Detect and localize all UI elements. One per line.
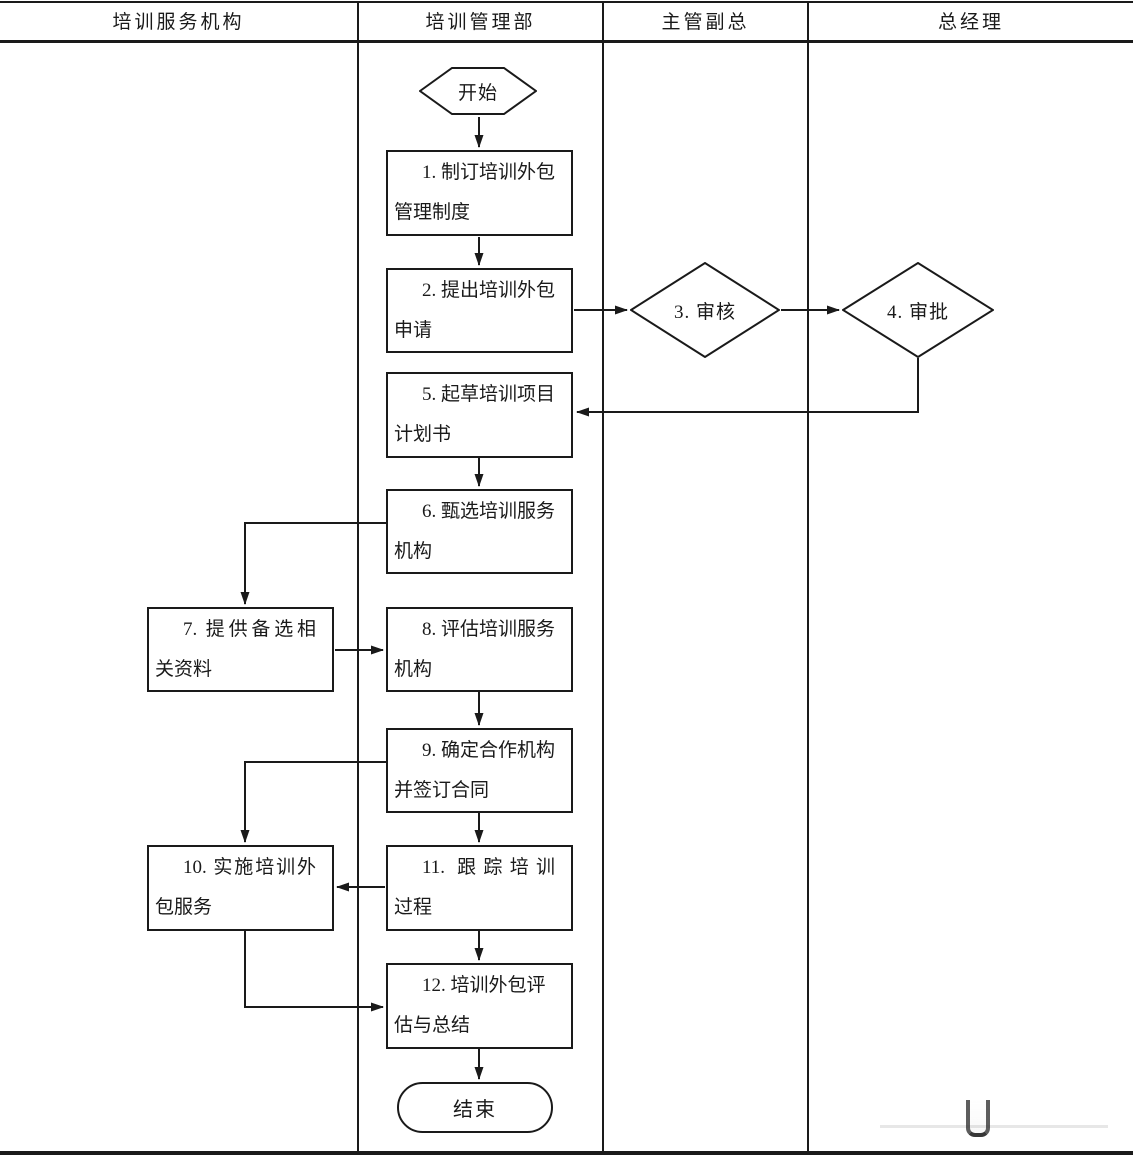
step12-line1: 12. 培训外包评 — [422, 975, 546, 996]
step1-line1: 1. 制订培训外包 — [422, 162, 556, 183]
lane-divider-2 — [602, 1, 604, 1153]
step2-line2: 申请 — [394, 320, 433, 341]
step8-line2: 机构 — [394, 659, 433, 680]
step7-line1: 7. 提供备选相 — [183, 619, 316, 640]
flow-node-step9: 9. 确定合作机构 并签订合同 — [386, 728, 573, 813]
step12-line2: 估与总结 — [394, 1015, 471, 1036]
header-separator — [0, 40, 1133, 43]
step3-label: 3. 审核 — [673, 301, 736, 323]
lane-header-training-dept: 培训管理部 — [425, 12, 536, 33]
step9-line1: 9. 确定合作机构 — [422, 740, 556, 761]
step9-line2: 并签订合同 — [394, 780, 490, 801]
step11-line2: 过程 — [394, 897, 433, 918]
hexagon-shape — [419, 67, 537, 115]
table-top-border — [0, 1, 1133, 3]
step2-line1: 2. 提出培训外包 — [422, 280, 556, 301]
flow-node-step3-decision: 3. 审核 — [630, 262, 780, 358]
diamond-shape — [842, 262, 994, 358]
step8-line1: 8. 评估培训服务 — [422, 619, 556, 640]
step10-line2: 包服务 — [155, 897, 213, 918]
flow-node-step5: 5. 起草培训项目 计划书 — [386, 372, 573, 458]
step11-line1: 11. 跟踪培训 — [422, 857, 555, 878]
flow-node-step2: 2. 提出培训外包 申请 — [386, 268, 573, 353]
step5-line1: 5. 起草培训项目 — [422, 384, 556, 405]
flow-node-step1: 1. 制订培训外包 管理制度 — [386, 150, 573, 236]
step10-line1: 10. 实施培训外 — [183, 857, 316, 878]
step6-line1: 6. 甄选培训服务 — [422, 501, 556, 522]
diamond-shape — [630, 262, 780, 358]
start-label: 开始 — [457, 82, 498, 104]
flow-node-step8: 8. 评估培训服务 机构 — [386, 607, 573, 692]
flow-node-step4-decision: 4. 审批 — [842, 262, 994, 358]
step4-label: 4. 审批 — [886, 301, 949, 323]
flow-node-start: 开始 — [419, 66, 537, 116]
lane-divider-3 — [807, 1, 809, 1153]
lane-header-training-provider: 培训服务机构 — [112, 12, 245, 33]
arrow-4-to-5 — [576, 358, 919, 417]
step7-line2: 关资料 — [155, 659, 213, 680]
arrow-9-to-10 — [240, 761, 387, 843]
table-bottom-border — [0, 1151, 1133, 1155]
lane-header-gm: 总经理 — [937, 12, 1004, 33]
flow-node-end: 结束 — [397, 1082, 553, 1133]
lane-divider-1 — [357, 1, 359, 1153]
step5-line2: 计划书 — [394, 424, 452, 445]
flow-node-step7: 7. 提供备选相 关资料 — [147, 607, 334, 692]
scan-artifact-line — [880, 1125, 1108, 1128]
step1-line2: 管理制度 — [394, 202, 471, 223]
flow-node-step6: 6. 甄选培训服务 机构 — [386, 489, 573, 574]
flow-node-step12: 12. 培训外包评 估与总结 — [386, 963, 573, 1049]
scan-artifact-mark — [966, 1100, 990, 1137]
step6-line2: 机构 — [394, 541, 433, 562]
arrow-10-to-12 — [244, 931, 384, 1012]
arrow-6-to-7 — [240, 522, 387, 605]
flow-node-step10: 10. 实施培训外 包服务 — [147, 845, 334, 931]
lane-header-vp: 主管副总 — [661, 12, 750, 33]
flow-node-step11: 11. 跟踪培训 过程 — [386, 845, 573, 931]
